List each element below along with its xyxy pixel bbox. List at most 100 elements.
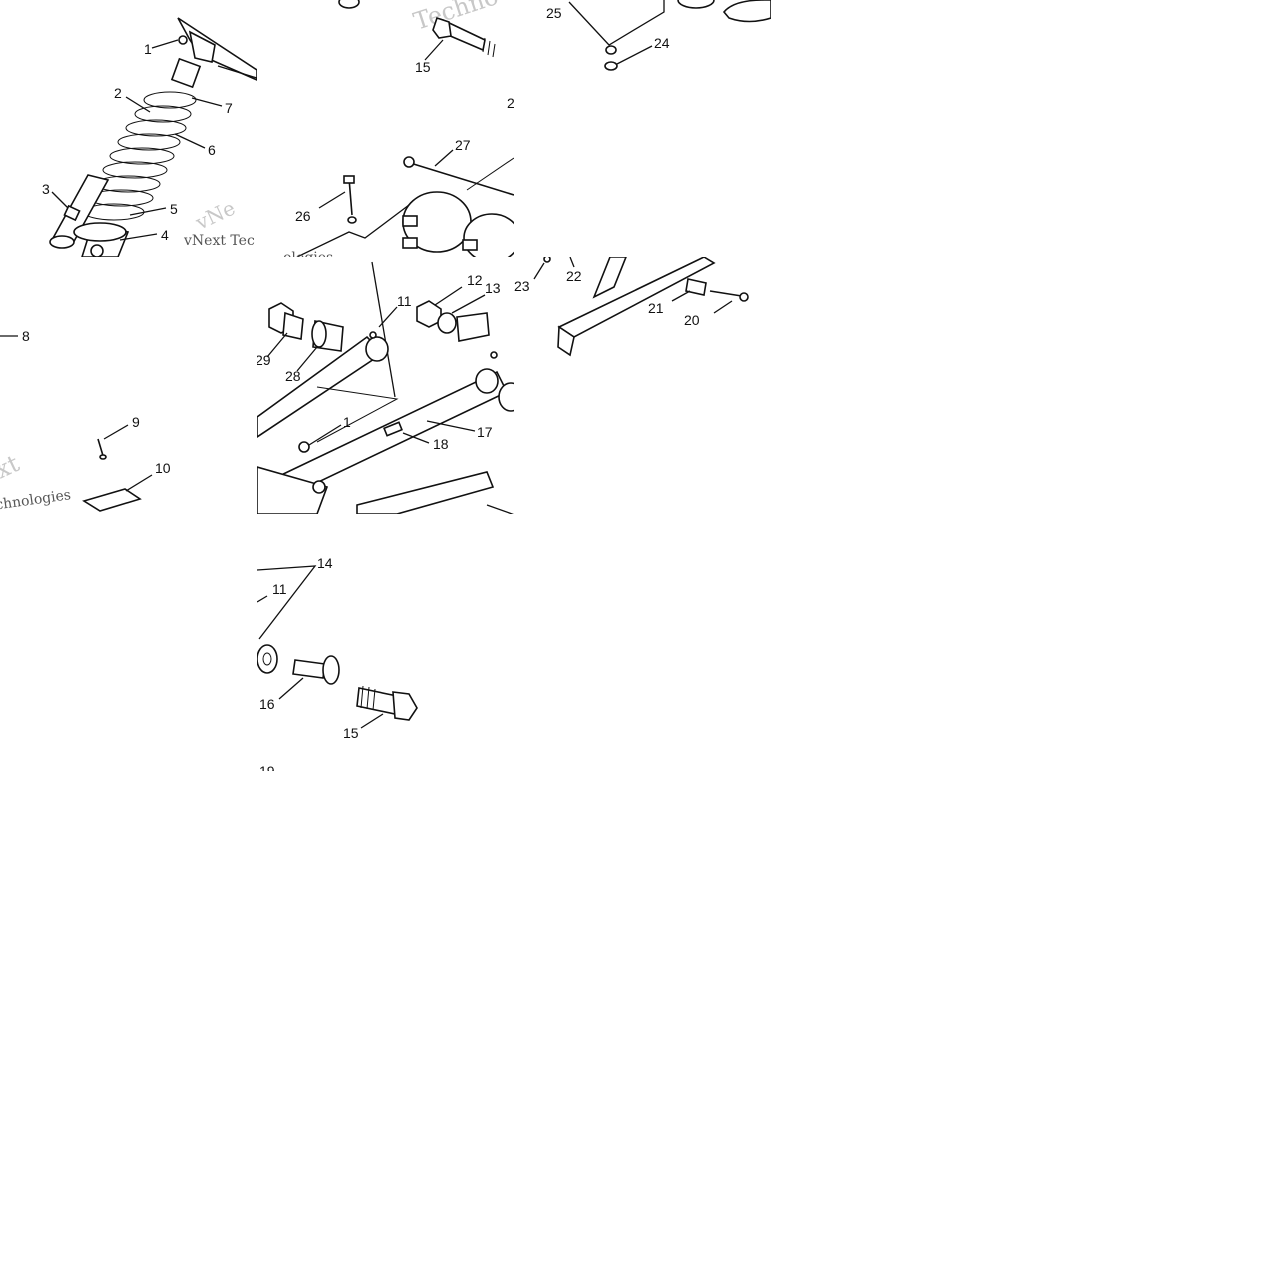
- pivot-end: [498, 382, 514, 412]
- callout-13: 13: [485, 280, 501, 296]
- callout-23: 23: [514, 278, 530, 294]
- cross-member: [316, 386, 399, 443]
- watermark-text-2: vNe: [191, 196, 239, 235]
- spring-coil: [83, 91, 197, 221]
- nut-1: [178, 35, 188, 45]
- grease-fitting: [369, 331, 377, 339]
- nut-23: [543, 257, 551, 263]
- rail-bolt-drawing: 23 22 21 20: [514, 257, 749, 357]
- tile-pivot-hardware: 14 11 16 15 19: [257, 514, 514, 771]
- watermark-text: vNext Tec: [183, 233, 255, 249]
- lower-eye: [90, 244, 104, 257]
- nut-1: [298, 441, 310, 453]
- spacer-21: [685, 278, 707, 296]
- clamp-fragment: [722, 0, 771, 23]
- bolts-clamps-drawing: Techno 15 2 27 26: [283, 0, 514, 257]
- tile-shock-absorber: 1 2 7 6 3 5 4 vNext Tec vNe: [0, 0, 257, 257]
- pin-head: [99, 454, 107, 460]
- lower-mount: [257, 466, 329, 514]
- callout-10: 10: [155, 460, 171, 476]
- partial-callout: 2: [507, 95, 514, 111]
- watermark-text: xt: [0, 449, 24, 484]
- bolt: [217, 65, 257, 79]
- bolt-26: [348, 177, 353, 216]
- clamp-tab-3: [462, 239, 478, 251]
- callout-20: 20: [684, 312, 700, 328]
- callout-22: 22: [566, 268, 582, 284]
- pivot-tube-left: [365, 336, 389, 362]
- lower-bushing: [312, 480, 326, 494]
- decal-18: [383, 421, 403, 437]
- callout-24: 24: [654, 35, 670, 51]
- bushing-28-end: [311, 320, 327, 348]
- top-part: [338, 0, 360, 9]
- callout-14: 14: [317, 555, 333, 571]
- tile-plate-pin: 8 9 10 xt chnologies: [0, 257, 257, 514]
- tile-rail-bolt: 23 22 21 20: [514, 257, 771, 514]
- clamp-nuts-drawing: 25 24: [546, 0, 771, 71]
- bolt-15-head: [432, 16, 452, 39]
- pin-16-head: [322, 655, 340, 685]
- watermark-text-3: ologies: [283, 250, 333, 257]
- callout-18: 18: [433, 436, 449, 452]
- callout-4: 4: [161, 227, 169, 243]
- callout-15: 15: [415, 59, 431, 75]
- callout-1: 1: [343, 414, 351, 430]
- frame-line: [466, 157, 514, 191]
- slide-rail: [356, 471, 495, 514]
- bracket-plate: [188, 30, 216, 63]
- callout-25: 25: [546, 5, 562, 21]
- pin-16-shank: [292, 659, 326, 679]
- leader-14: [257, 565, 317, 640]
- top-mount: [170, 57, 202, 89]
- plate-10: [82, 488, 142, 512]
- leader-bracket: [296, 204, 410, 257]
- pivot-hardware-drawing: 14 11 16 15 19: [257, 555, 418, 771]
- pivot-tube-right: [475, 368, 499, 394]
- callout-15: 15: [343, 725, 359, 741]
- bolt-15-head: [392, 691, 418, 721]
- callout-7: 7: [225, 100, 233, 116]
- nut-24: [604, 61, 618, 71]
- callout-9: 9: [132, 414, 140, 430]
- upper-bracket: [177, 17, 257, 81]
- callout-27: 27: [455, 137, 471, 153]
- lower-collar: [73, 222, 127, 242]
- clamp-tab-1: [402, 215, 418, 227]
- bushing-right: [456, 312, 490, 342]
- bolt-15-shank: [356, 687, 398, 715]
- callout-11: 11: [397, 293, 412, 309]
- bolt-27: [406, 161, 514, 196]
- callout-17: 17: [477, 424, 493, 440]
- washer-13: [437, 312, 457, 334]
- swing-arm-drawing: 12 13 11 29 28 1: [257, 261, 514, 514]
- bolt-29-body: [282, 311, 304, 340]
- tile-swing-arm: 12 13 11 29 28 1: [257, 257, 514, 514]
- canister-end: [49, 235, 75, 249]
- callout-26: 26: [295, 208, 311, 224]
- tile-clamp-nuts: 25 24: [514, 0, 771, 257]
- bolt-27-head: [403, 156, 415, 168]
- tile-bolts-clamps: Techno 15 2 27 26: [257, 0, 514, 257]
- shock-absorber-drawing: 1 2 7 6 3 5 4 vNext Tec vNe: [42, 17, 257, 257]
- callout-21: 21: [648, 300, 664, 316]
- round-part: [677, 0, 715, 9]
- callout-5: 5: [170, 201, 178, 217]
- callout-3: 3: [42, 181, 50, 197]
- callout-6: 6: [208, 142, 216, 158]
- callout-2: 2: [114, 85, 122, 101]
- plate-pin-drawing: 8 9 10 xt chnologies: [0, 328, 171, 514]
- callout-1: 1: [144, 41, 152, 57]
- bolt-15-thread: [360, 685, 376, 711]
- callout-8: 8: [22, 328, 30, 344]
- bolt-26-head: [343, 175, 355, 184]
- leader-long: [371, 261, 396, 398]
- callout-11: 11: [272, 581, 287, 597]
- washer: [257, 644, 278, 674]
- grease-fitting-2: [490, 351, 498, 359]
- clamp-tab-2: [402, 237, 418, 249]
- label-patch: [63, 204, 81, 222]
- rail-bracket: [592, 257, 627, 299]
- callout-12: 12: [467, 272, 483, 288]
